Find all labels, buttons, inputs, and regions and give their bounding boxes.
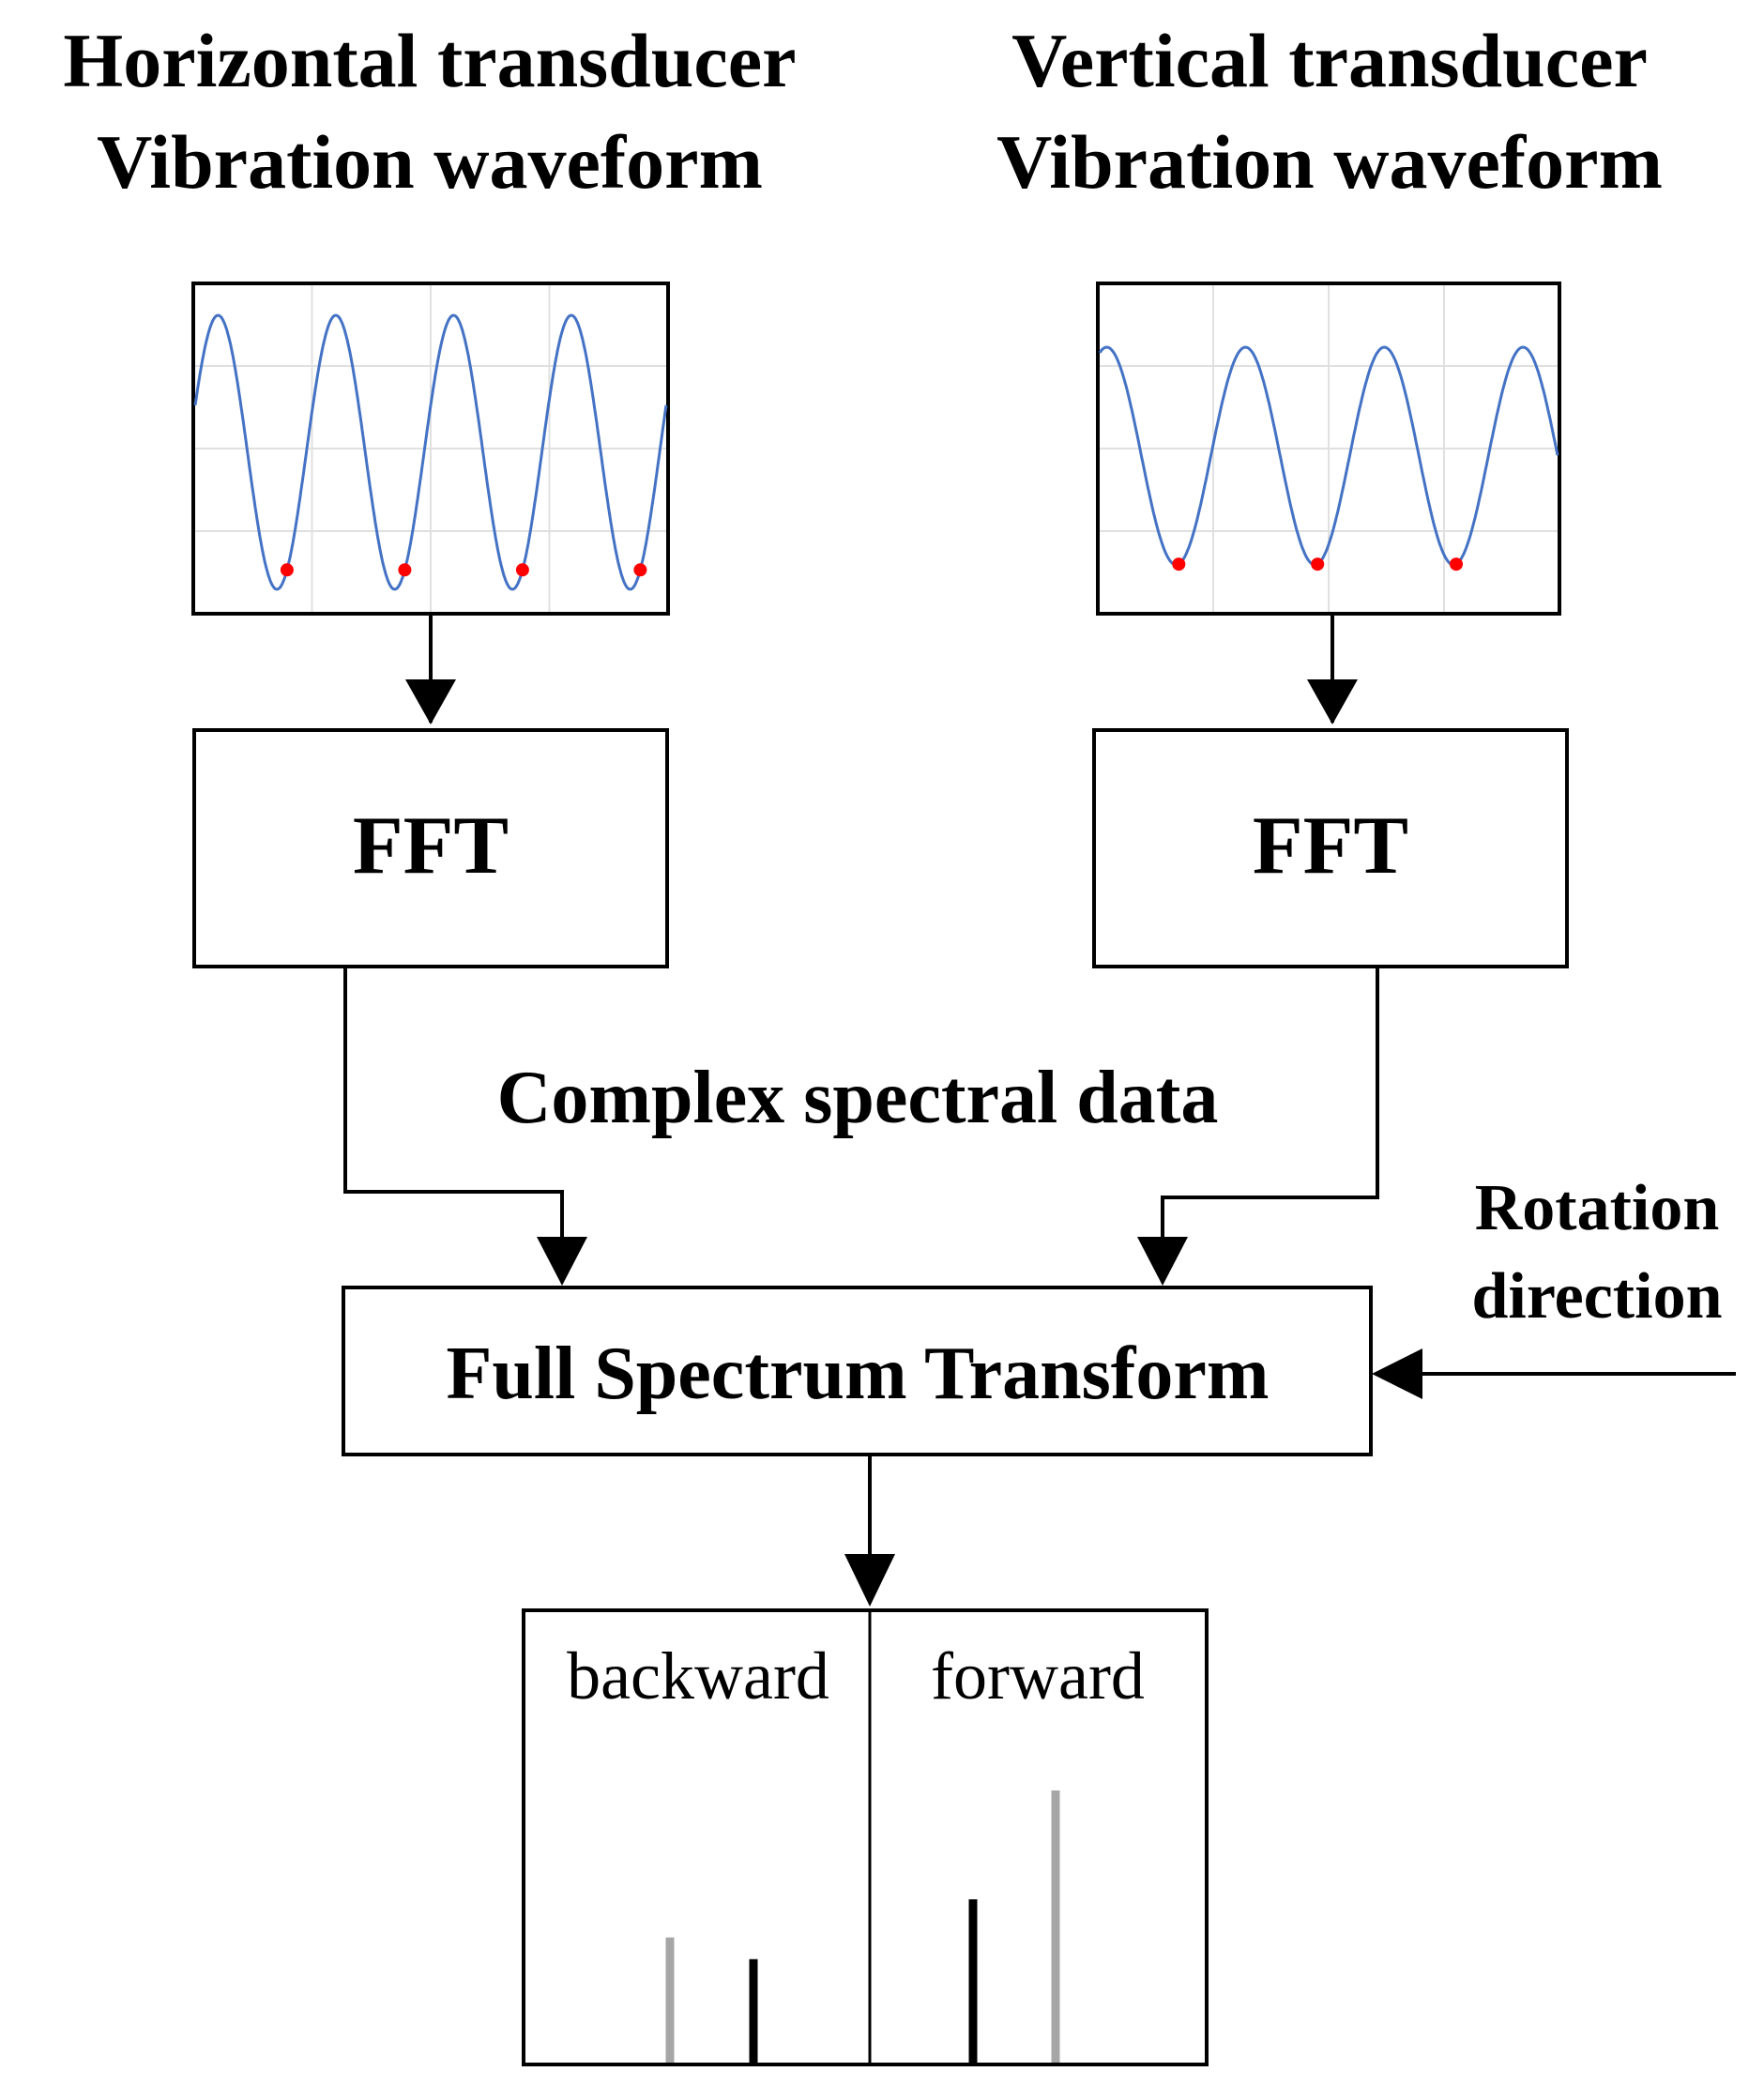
arrowhead-horizontal-to-fft xyxy=(405,679,456,724)
fft-box-right xyxy=(1092,728,1569,968)
spectrum-backward-label: backward xyxy=(567,1638,829,1714)
full-spectrum-transform-box xyxy=(342,1286,1373,1456)
arrowhead-transform-to-spectrum xyxy=(844,1554,895,1607)
horizontal-sample-marker xyxy=(515,563,529,577)
connector-left-fft-to-transform xyxy=(343,968,564,1237)
horizontal-sample-marker xyxy=(633,563,647,577)
arrowhead-left-to-transform xyxy=(537,1237,587,1286)
fft-label-left: FFT xyxy=(353,800,509,891)
arrowhead-right-to-transform xyxy=(1137,1237,1188,1286)
vertical-waveform-frame xyxy=(1096,282,1561,616)
vertical-waveform-markers xyxy=(1172,557,1463,571)
spectrum-frame xyxy=(522,1608,1209,2066)
connector-right-fft-to-transform xyxy=(1161,968,1379,1237)
complex-spectral-data-label: Complex spectral data xyxy=(497,1057,1219,1139)
vertical-sample-marker xyxy=(1311,557,1325,571)
horizontal-title-line1: Horizontal transducer xyxy=(63,18,796,103)
horizontal-sample-marker xyxy=(398,563,412,577)
full-spectrum-panel: backward forward xyxy=(522,1608,1209,2066)
horizontal-waveform-panel xyxy=(191,282,670,616)
horizontal-waveform-line xyxy=(193,313,668,591)
vertical-waveform-grid xyxy=(1098,283,1559,614)
spectrum-lines xyxy=(665,1790,1060,2063)
fft-label-right: FFT xyxy=(1253,800,1408,891)
horizontal-sample-marker xyxy=(280,563,294,577)
vertical-title-line2: Vibration waveform xyxy=(996,119,1663,205)
rotation-label-line1: Rotation xyxy=(1475,1172,1720,1244)
fft-box-left xyxy=(192,728,669,968)
rotation-label-line2: direction xyxy=(1471,1260,1722,1333)
horizontal-waveform-markers xyxy=(280,563,647,577)
vertical-title-line1: Vertical transducer xyxy=(1011,18,1648,103)
spectrum-forward-label: forward xyxy=(931,1638,1145,1714)
vertical-waveform-panel xyxy=(1096,282,1561,616)
vertical-sample-marker xyxy=(1450,557,1463,571)
arrowhead-vertical-to-fft xyxy=(1307,679,1358,724)
rotation-direction-arrowhead xyxy=(1372,1348,1422,1399)
horizontal-title-line2: Vibration waveform xyxy=(97,119,763,205)
horizontal-waveform-frame xyxy=(191,282,670,616)
vertical-sample-marker xyxy=(1172,557,1186,571)
full-spectrum-transform-label: Full Spectrum Transform xyxy=(447,1333,1270,1415)
